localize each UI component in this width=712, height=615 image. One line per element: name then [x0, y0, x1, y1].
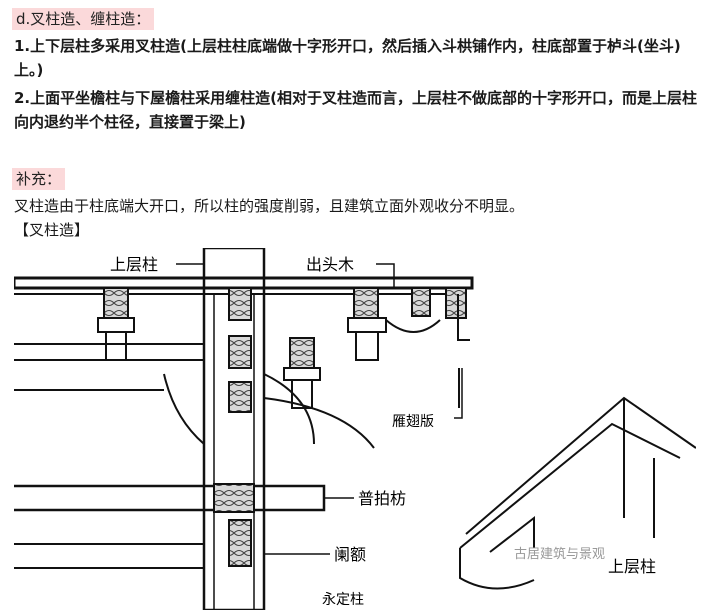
section-heading: d.叉柱造、缠柱造：: [12, 8, 155, 30]
label-lan-e: 阑额: [334, 545, 366, 564]
upper-column-shaft: [202, 248, 266, 610]
wood-block: [353, 287, 379, 319]
wood-block: [228, 287, 252, 321]
supplement-heading: 补充：: [12, 168, 66, 190]
top-beam: [14, 276, 474, 290]
rule-1: 1.上下层柱多采用叉柱造(上层柱柱底端做十字形开口，然后插入斗栱铺作内，柱底部置…: [14, 37, 681, 79]
label-protruding-wood: 出头木: [306, 255, 354, 274]
wood-block: [411, 287, 431, 317]
label-upper-column: 上层柱: [110, 255, 158, 274]
label-lower-column: 永定柱: [322, 592, 364, 608]
wood-block: [213, 483, 255, 513]
rule-2: 2.上面平坐檐柱与下屋檐柱采用缠柱造(相对于叉柱造而言，上层柱不做底部的十字形开…: [14, 89, 697, 131]
wood-block: [228, 519, 252, 567]
column-joint-diagram: 上层柱 出头木 雁翅版 普拍枋 阑额 永定柱 上层柱 古居建筑与景观: [14, 248, 696, 610]
wood-block: [445, 287, 467, 319]
detail-drawing: 上层柱 古居建筑与景观: [459, 396, 696, 590]
wood-block: [228, 335, 252, 369]
wood-block: [289, 337, 315, 369]
figure-caption: 【叉柱造】: [14, 221, 90, 239]
wood-block: [103, 287, 129, 319]
label-wing-board: 雁翅版: [392, 414, 434, 430]
supplement-text: 叉柱造由于柱底端大开口，所以柱的强度削弱，且建筑立面外观收分不明显。: [14, 197, 525, 215]
label-puhai-fang: 普拍枋: [358, 489, 406, 508]
wood-block: [228, 381, 252, 413]
watermark: 古居建筑与景观: [514, 546, 605, 562]
label-detail-upper-column: 上层柱: [608, 557, 656, 576]
